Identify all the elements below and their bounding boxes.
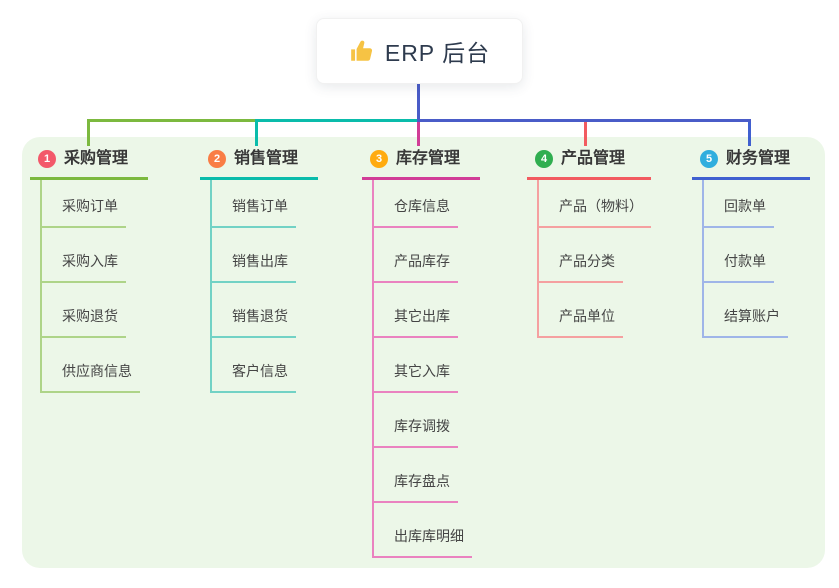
child-node: 销售订单 [212, 180, 318, 228]
child-node-label[interactable]: 其它出库 [374, 306, 458, 338]
branch-title: 产品管理 [561, 150, 626, 167]
connector-drop-branch-5 [748, 119, 751, 146]
branch-2-header[interactable]: 2 销售管理 [200, 143, 318, 180]
root-node-label: ERP 后台 [384, 40, 491, 66]
branch-5: 5 财务管理回款单付款单结算账户 [692, 143, 810, 338]
child-node-label[interactable]: 销售退货 [212, 306, 296, 338]
child-node: 产品库存 [374, 228, 480, 283]
child-node-label[interactable]: 采购退货 [42, 306, 126, 338]
child-node: 采购订单 [42, 180, 148, 228]
child-node: 其它出库 [374, 283, 480, 338]
child-node: 回款单 [704, 180, 810, 228]
child-node-label[interactable]: 出库库明细 [374, 526, 472, 558]
child-node: 客户信息 [212, 338, 318, 393]
connector-drop-branch-3 [417, 119, 420, 146]
child-node: 采购入库 [42, 228, 148, 283]
child-node: 产品单位 [539, 283, 651, 338]
child-node-label[interactable]: 回款单 [704, 196, 774, 228]
connector-drop-branch-2 [255, 119, 258, 146]
branch-title: 销售管理 [234, 150, 299, 167]
branch-number-badge: 5 [700, 150, 718, 168]
branch-1-header[interactable]: 1 采购管理 [30, 143, 148, 180]
child-node-label[interactable]: 销售订单 [212, 196, 296, 228]
child-node-label[interactable]: 客户信息 [212, 361, 296, 393]
child-node: 库存盘点 [374, 448, 480, 503]
child-node: 结算账户 [704, 283, 810, 338]
branch-title: 采购管理 [64, 150, 129, 167]
branch-3-children: 仓库信息产品库存其它出库其它入库库存调拨库存盘点出库库明细 [372, 180, 480, 558]
child-node: 销售出库 [212, 228, 318, 283]
child-node-label[interactable]: 销售出库 [212, 251, 296, 283]
connector-bus-right [417, 119, 751, 122]
child-node-label[interactable]: 库存调拨 [374, 416, 458, 448]
root-node[interactable]: ERP 后台 [316, 18, 523, 84]
child-node-label[interactable]: 产品分类 [539, 251, 623, 283]
branch-5-children: 回款单付款单结算账户 [702, 180, 810, 338]
child-node: 供应商信息 [42, 338, 148, 393]
branch-number-badge: 3 [370, 150, 388, 168]
connector-bus-middle [255, 119, 418, 122]
child-node-label[interactable]: 付款单 [704, 251, 774, 283]
branch-4-header[interactable]: 4 产品管理 [527, 143, 651, 180]
child-node-label[interactable]: 采购入库 [42, 251, 126, 283]
child-node-label[interactable]: 供应商信息 [42, 361, 140, 393]
child-node-label[interactable]: 库存盘点 [374, 471, 458, 503]
child-node-label[interactable]: 产品单位 [539, 306, 623, 338]
connector-root-stem [417, 84, 420, 122]
branch-number-badge: 2 [208, 150, 226, 168]
branch-4: 4 产品管理产品（物料） 产品分类产品单位 [527, 143, 651, 338]
child-node: 产品（物料） [539, 180, 651, 228]
branch-number-badge: 1 [38, 150, 56, 168]
branch-title: 库存管理 [396, 150, 461, 167]
child-node: 销售退货 [212, 283, 318, 338]
child-node: 库存调拨 [374, 393, 480, 448]
branch-title: 财务管理 [726, 150, 791, 167]
child-node-label[interactable]: 结算账户 [704, 306, 788, 338]
child-node: 产品分类 [539, 228, 651, 283]
branch-5-header[interactable]: 5 财务管理 [692, 143, 810, 180]
child-node-label[interactable]: 产品（物料） [539, 196, 651, 228]
child-node-label[interactable]: 产品库存 [374, 251, 458, 283]
branch-2-children: 销售订单销售出库销售退货客户信息 [210, 180, 318, 393]
branch-number-badge: 4 [535, 150, 553, 168]
thumbs-up-icon [349, 38, 375, 64]
branch-2: 2 销售管理销售订单销售出库销售退货客户信息 [200, 143, 318, 393]
branch-4-children: 产品（物料） 产品分类产品单位 [537, 180, 651, 338]
connector-drop-branch-1 [87, 119, 90, 146]
child-node: 其它入库 [374, 338, 480, 393]
branch-3: 3 库存管理仓库信息产品库存其它出库其它入库库存调拨库存盘点出库库明细 [362, 143, 480, 558]
child-node: 付款单 [704, 228, 810, 283]
branch-1-children: 采购订单采购入库采购退货供应商信息 [40, 180, 148, 393]
child-node-label[interactable]: 其它入库 [374, 361, 458, 393]
child-node: 采购退货 [42, 283, 148, 338]
connector-bus-left [87, 119, 256, 122]
branches-panel [22, 137, 825, 568]
branch-1: 1 采购管理采购订单采购入库采购退货供应商信息 [30, 143, 148, 393]
connector-drop-branch-4 [584, 119, 587, 146]
child-node-label[interactable]: 仓库信息 [374, 196, 458, 228]
branch-3-header[interactable]: 3 库存管理 [362, 143, 480, 180]
child-node-label[interactable]: 采购订单 [42, 196, 126, 228]
child-node: 出库库明细 [374, 503, 480, 558]
child-node: 仓库信息 [374, 180, 480, 228]
